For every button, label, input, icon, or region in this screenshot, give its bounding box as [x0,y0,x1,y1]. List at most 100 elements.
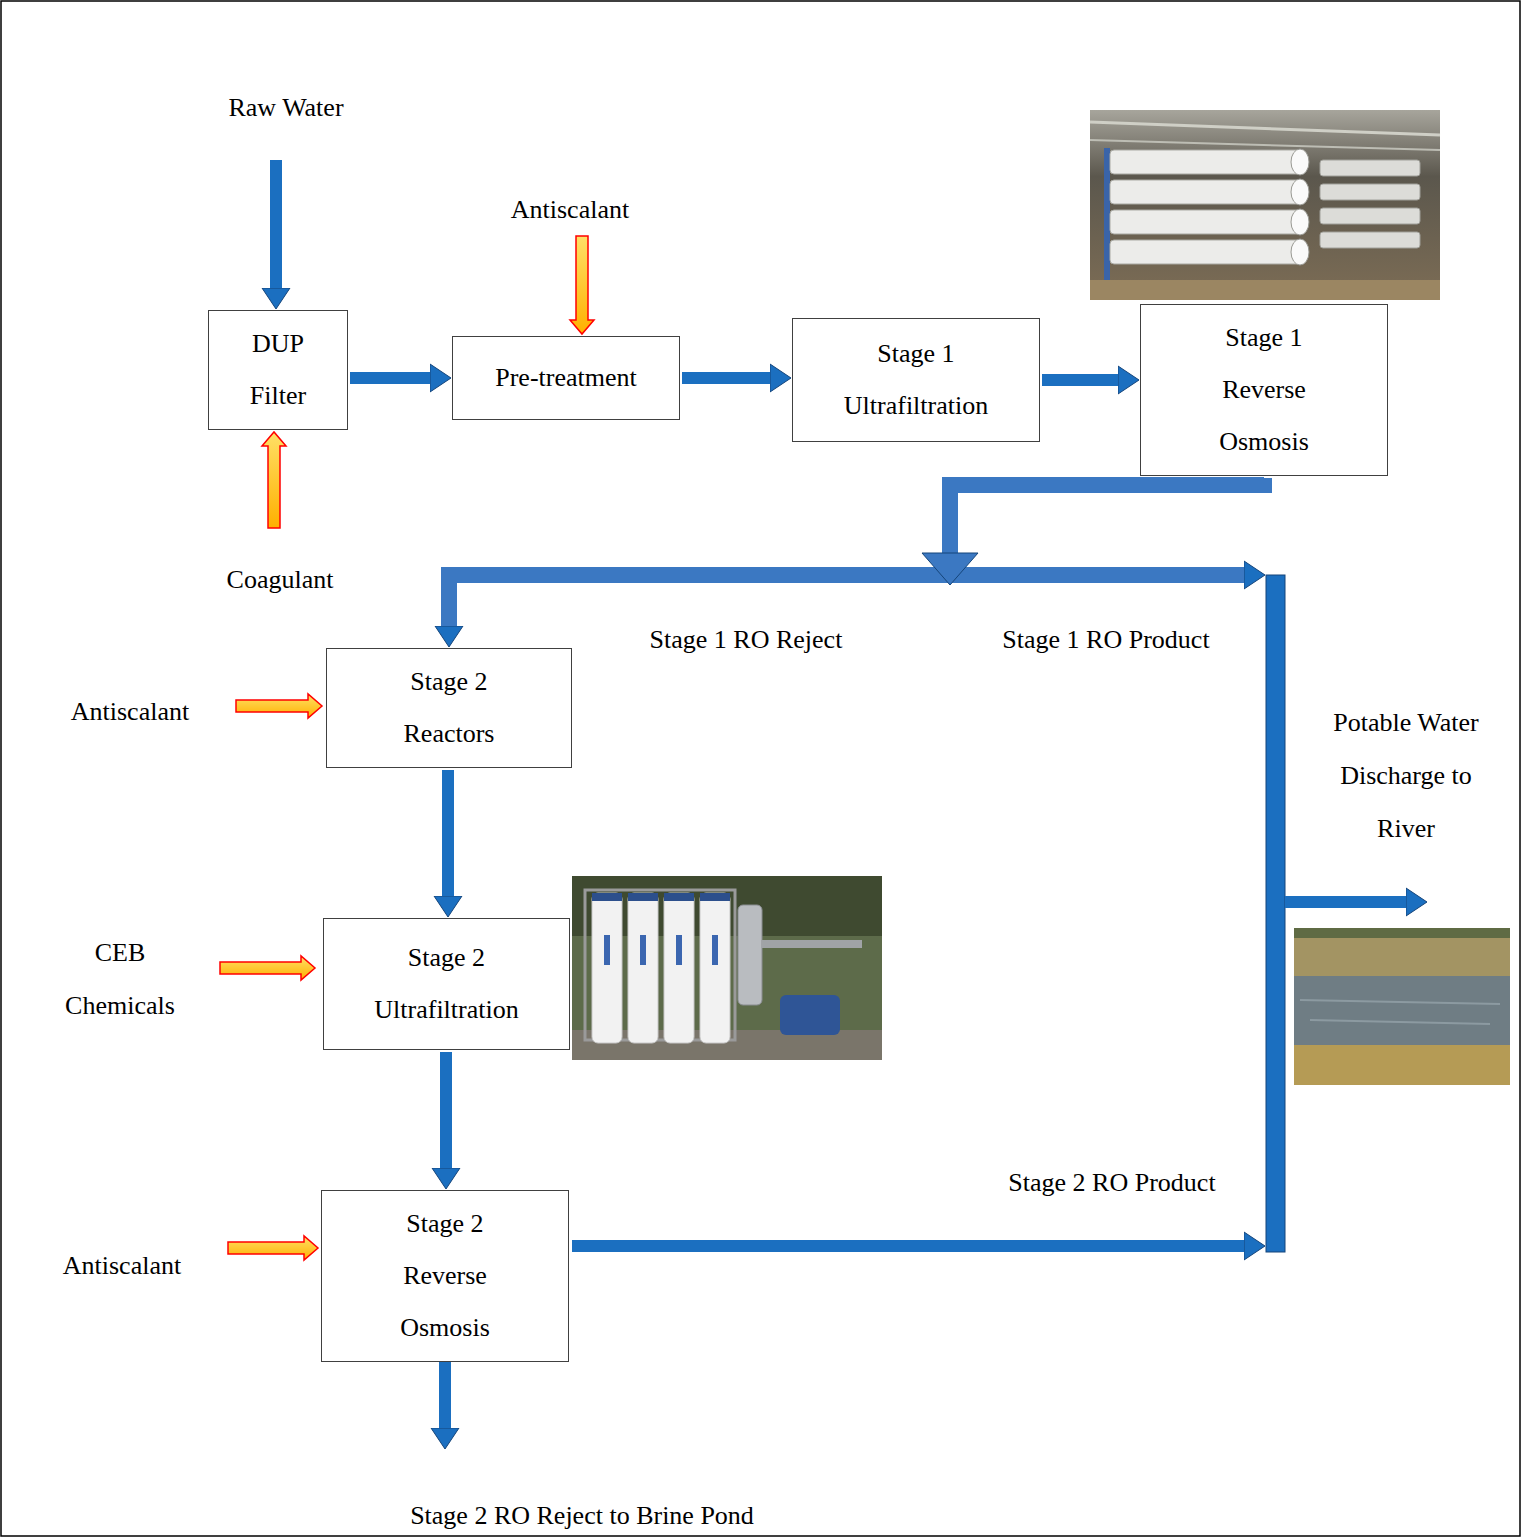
uf-module [628,893,658,1043]
flow-label-holder: Potable Water Discharge to River [1311,696,1501,855]
river-photo [1294,928,1510,1085]
pressure-vessel [1110,180,1300,204]
flow-label-holder: Stage 1 RO Product [966,624,1246,655]
flow-label-holder: Stage 2 RO Reject to Brine Pond [352,1500,812,1531]
flow-pipe [449,478,1264,626]
edge-label-holder: Stage 1 RO Reject [616,624,876,655]
pressure-vessel [1320,232,1420,248]
module-cap [664,893,694,901]
flow-pipe [442,770,454,896]
module-logo [676,935,682,965]
flow-label: Coagulant [190,564,370,595]
vessel-end [1291,239,1309,265]
tree-line [1294,928,1510,938]
flow-label: Stage 1 RO Product [966,624,1246,655]
edge-label: Stage 1 RO Reject [616,624,876,655]
module-logo [640,935,646,965]
process-box: Pre-treatment [452,336,680,420]
flow-label: Potable Water Discharge to River [1311,696,1501,855]
flow-label-holder: Antiscalant [480,194,660,225]
floor [1090,280,1440,300]
roof-beam [1090,122,1440,135]
box-label: Pre-treatment [495,352,637,404]
discharge-pipe [1285,896,1406,908]
module-logo [712,935,718,965]
water [1294,928,1510,1085]
uf-module [700,893,730,1043]
pressure-vessel [1320,160,1420,176]
box-label: Stage 2 Reverse Osmosis [362,1198,528,1354]
pipe [762,940,862,948]
dosing-arrow [262,432,286,528]
process-box: DUP Filter [208,310,348,430]
dosing-arrow [570,236,594,334]
raw-water-pipe [270,160,282,288]
process-box: Stage 2 Reverse Osmosis [321,1190,569,1362]
vessel-end [1291,179,1309,205]
cartridge-filter [738,905,762,1005]
box-label: DUP Filter [234,318,322,422]
pressure-vessel [1320,184,1420,200]
process-box: Stage 2 Ultrafiltration [323,918,570,1050]
flow-pipe [350,372,430,384]
process-box: Stage 1 Ultrafiltration [792,318,1040,442]
flow-pipe [1042,374,1118,386]
far-bank [1294,928,1510,976]
near-bank [1294,1045,1510,1085]
flow-pipe [440,1052,452,1168]
pipe [1104,148,1110,290]
uf-module [592,893,622,1043]
flow-label: Stage 2 RO Product [972,1167,1252,1198]
ro-plant-photo [1090,110,1440,300]
box-label: Stage 1 Ultrafiltration [833,328,999,432]
pressure-vessel [1320,208,1420,224]
pump [780,995,840,1035]
box-label: Stage 2 Ultrafiltration [364,932,529,1036]
flow-label: Antiscalant [37,1250,207,1281]
dosing-arrow [236,694,322,718]
product-pipe [572,1240,1244,1252]
flow-label: Antiscalant [480,194,660,225]
box-label: Stage 2 Reactors [367,656,531,760]
photo-ground [1090,110,1440,300]
flow-label: Raw Water [186,92,386,123]
flow-label-holder: Antiscalant [37,1250,207,1281]
flow-pipe [682,372,770,384]
flow-label-holder: Antiscalant [45,696,215,727]
flow-label-holder: Raw Water [186,92,386,123]
ripple [1310,1020,1490,1024]
uf-unit-photo [572,876,882,1060]
uf-module [664,893,694,1043]
photo-ground [572,876,882,1060]
dosing-arrow [220,956,315,980]
process-box: Stage 1 Reverse Osmosis [1140,304,1388,476]
box-label: Stage 1 Reverse Osmosis [1181,312,1347,468]
flow-label: CEB Chemicals [55,926,185,1032]
module-logo [604,935,610,965]
vessel-end [1291,209,1309,235]
module-cap [700,893,730,901]
module-cap [628,893,658,901]
collector-pipe [1266,575,1285,1252]
flow-label: Antiscalant [45,696,215,727]
product-pipe [950,567,1244,583]
flow-label: Stage 2 RO Reject to Brine Pond [352,1500,812,1531]
vessel-end [1291,149,1309,175]
split-arrowhead [922,553,978,585]
process-box: Stage 2 Reactors [326,648,572,768]
pressure-vessel [1110,150,1300,174]
flow-label-holder: CEB Chemicals [55,926,185,1032]
pressure-vessel [1110,240,1300,264]
flow-label-holder: Coagulant [190,564,370,595]
module-cap [592,893,622,901]
flow-label-holder: Stage 2 RO Product [972,1167,1252,1198]
dosing-arrow [228,1236,318,1260]
roof-beam [1090,140,1440,150]
pressure-vessel [1110,210,1300,234]
ripple [1300,1000,1500,1004]
